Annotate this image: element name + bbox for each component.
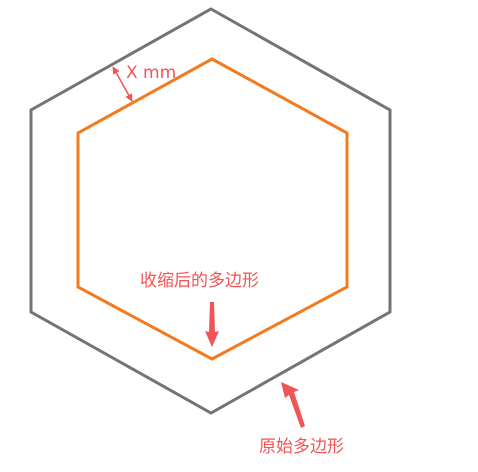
shrunk-polygon-pointer-arrow <box>205 302 219 347</box>
shrunk-polygon-label: 收缩后的多边形 <box>140 271 259 291</box>
original-polygon <box>29 7 392 415</box>
shrunk-polygon <box>76 57 349 361</box>
offset-dimension-arrow <box>112 66 133 102</box>
original-polygon-pointer-arrow <box>281 382 305 428</box>
original-polygon-label: 原始多边形 <box>259 437 344 457</box>
offset-label: X mm <box>126 63 176 83</box>
